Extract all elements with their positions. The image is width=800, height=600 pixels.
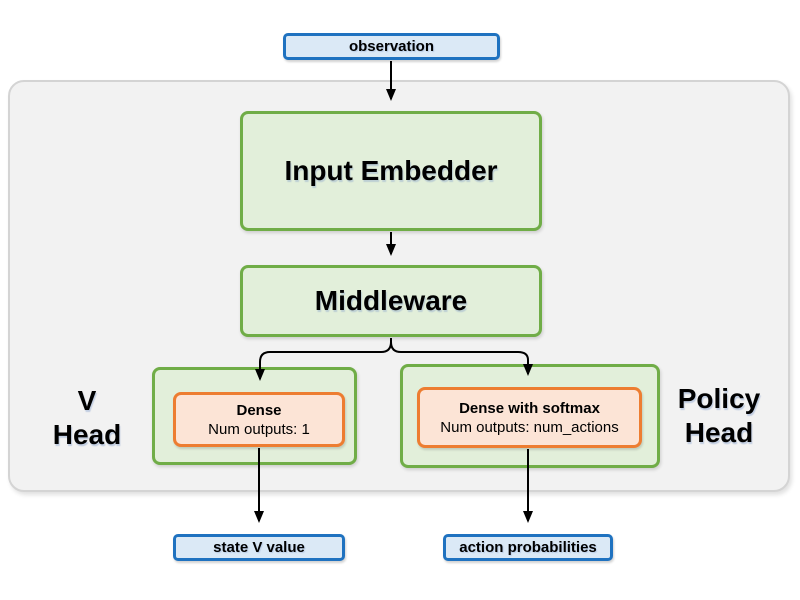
input-embedder-label: Input Embedder <box>284 155 498 186</box>
v-head-dense-subtitle: Num outputs: 1 <box>208 420 310 438</box>
policy-head-dense-node: Dense with softmax Num outputs: num_acti… <box>417 387 642 448</box>
observation-label: observation <box>348 38 435 55</box>
policy-head-dense-title: Dense with softmax <box>459 399 600 417</box>
state-v-value-node: state V value <box>173 534 345 561</box>
input-embedder-node: Input Embedder <box>240 111 542 231</box>
policy-head-dense-subtitle: Num outputs: num_actions <box>440 418 619 436</box>
action-probabilities-node: action probabilities <box>443 534 613 561</box>
middleware-node: Middleware <box>240 265 542 337</box>
v-head-label: V Head <box>27 384 147 452</box>
v-head-label-line2: Head <box>52 419 122 450</box>
v-head-dense-node: Dense Num outputs: 1 <box>173 392 345 447</box>
policy-head-label: Policy Head <box>659 382 779 450</box>
policy-head-label-line2: Head <box>684 417 754 448</box>
action-probabilities-label: action probabilities <box>459 539 597 556</box>
state-v-value-label: state V value <box>213 539 305 556</box>
v-head-label-line1: V <box>77 385 97 416</box>
policy-head-label-line1: Policy <box>677 383 761 414</box>
observation-node: observation <box>283 33 500 60</box>
v-head-dense-title: Dense <box>236 401 282 419</box>
middleware-label: Middleware <box>314 285 468 316</box>
